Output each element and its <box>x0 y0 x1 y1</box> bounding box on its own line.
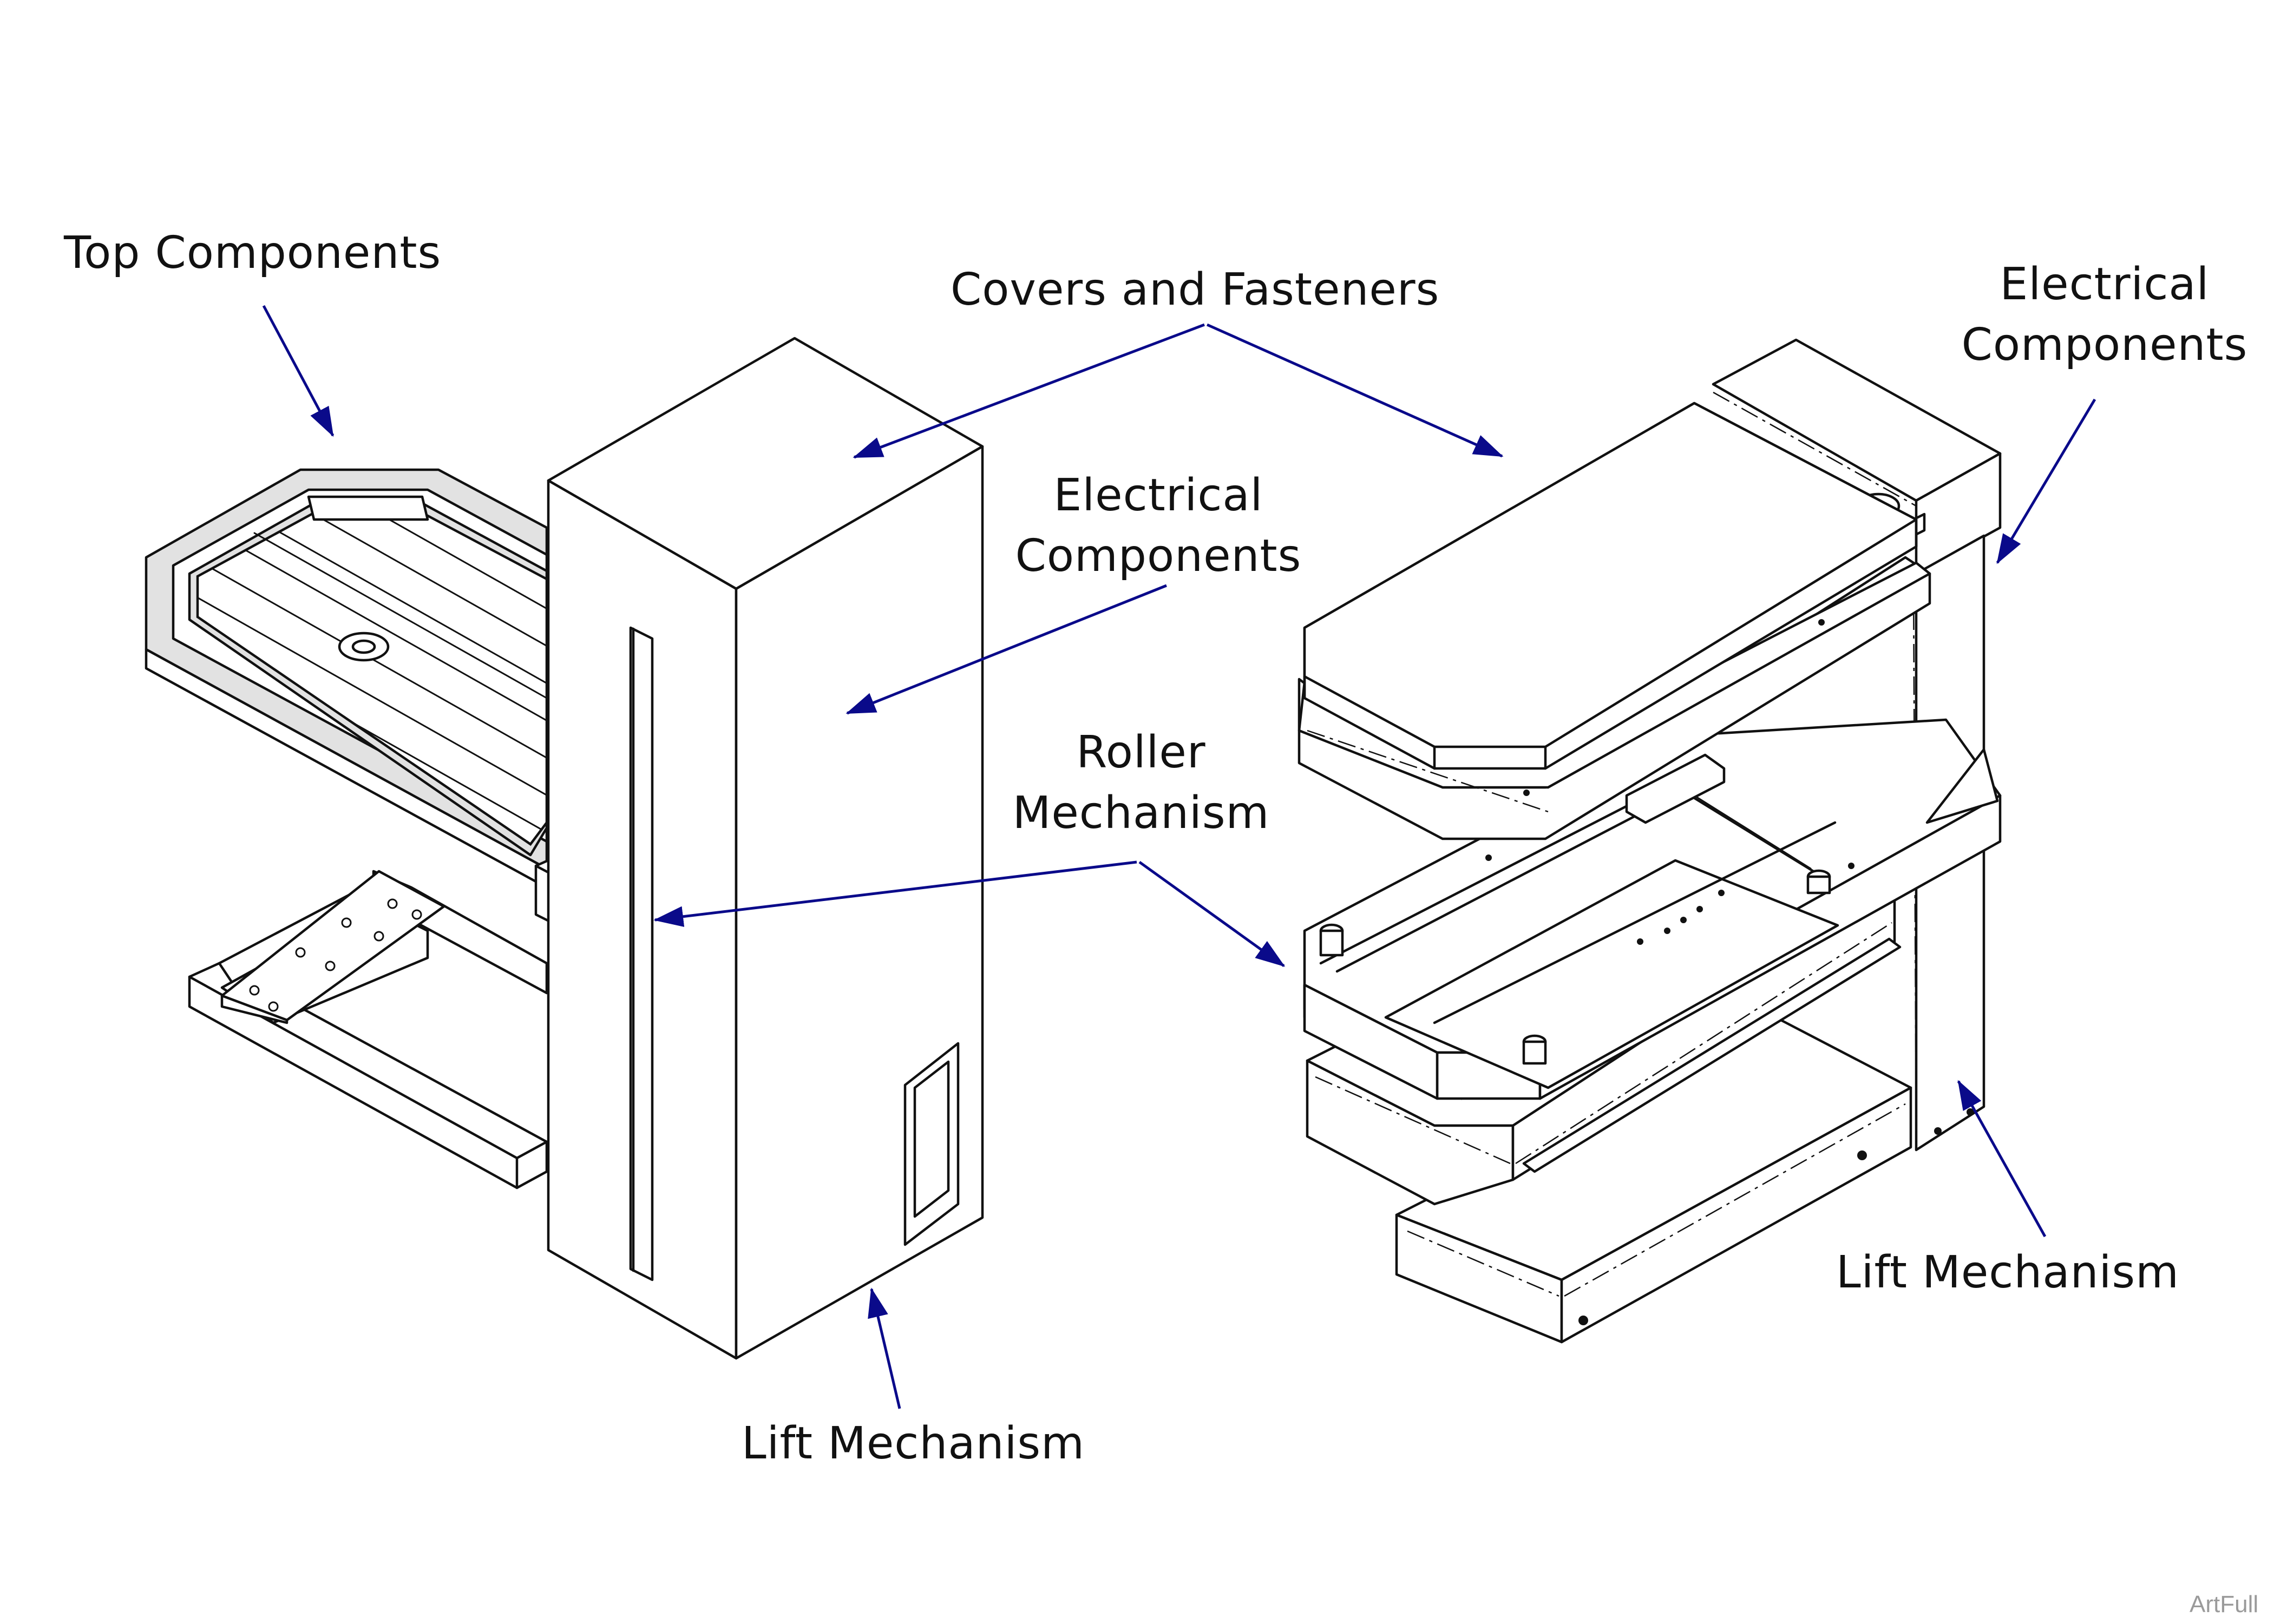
right-assembly <box>1297 338 2002 1344</box>
arrow-top-components <box>262 305 335 437</box>
left-assembly <box>145 337 984 1360</box>
arrow-electrical-right <box>1996 398 2096 564</box>
left-column <box>547 337 984 1360</box>
mounting-plate <box>220 870 445 1024</box>
arrow-lift-left <box>868 1287 901 1409</box>
leader-arrows <box>262 305 2096 1409</box>
label-electrical-center-line1: Electrical <box>1053 470 1263 521</box>
label-lift-mechanism-right: Lift Mechanism <box>1836 1247 2179 1298</box>
right-lower-base <box>1395 1018 1912 1344</box>
arrow-electrical-center <box>846 584 1167 715</box>
top-components-tray <box>145 468 548 889</box>
label-roller-mechanism: Roller Mechanism <box>1013 722 1270 844</box>
label-lift-mechanism-left: Lift Mechanism <box>742 1418 1085 1469</box>
arrow-roller-left <box>653 860 1137 927</box>
label-top-components: Top Components <box>64 227 442 279</box>
label-roller-line1: Roller <box>1076 727 1206 778</box>
label-covers-and-fasteners: Covers and Fasteners <box>951 264 1440 315</box>
right-tabletop <box>1297 402 1931 840</box>
label-roller-line2: Mechanism <box>1012 787 1270 839</box>
label-electrical-components-center: Electrical Components <box>1015 465 1302 587</box>
arrow-roller-right <box>1138 860 1286 968</box>
left-base-frame <box>188 870 548 1189</box>
watermark: ArtFull <box>2190 1591 2259 1618</box>
arrow-covers-left <box>853 323 1205 459</box>
arrow-lift-right <box>1957 1080 2047 1238</box>
label-electrical-right-line2: Components <box>1961 319 2248 371</box>
label-electrical-right-line1: Electrical <box>2000 259 2210 310</box>
arrow-covers-right <box>1206 323 1504 458</box>
label-electrical-center-line2: Components <box>1015 530 1302 582</box>
right-roller-platform <box>1303 718 2002 1100</box>
label-electrical-components-right: Electrical Components <box>1962 254 2248 376</box>
